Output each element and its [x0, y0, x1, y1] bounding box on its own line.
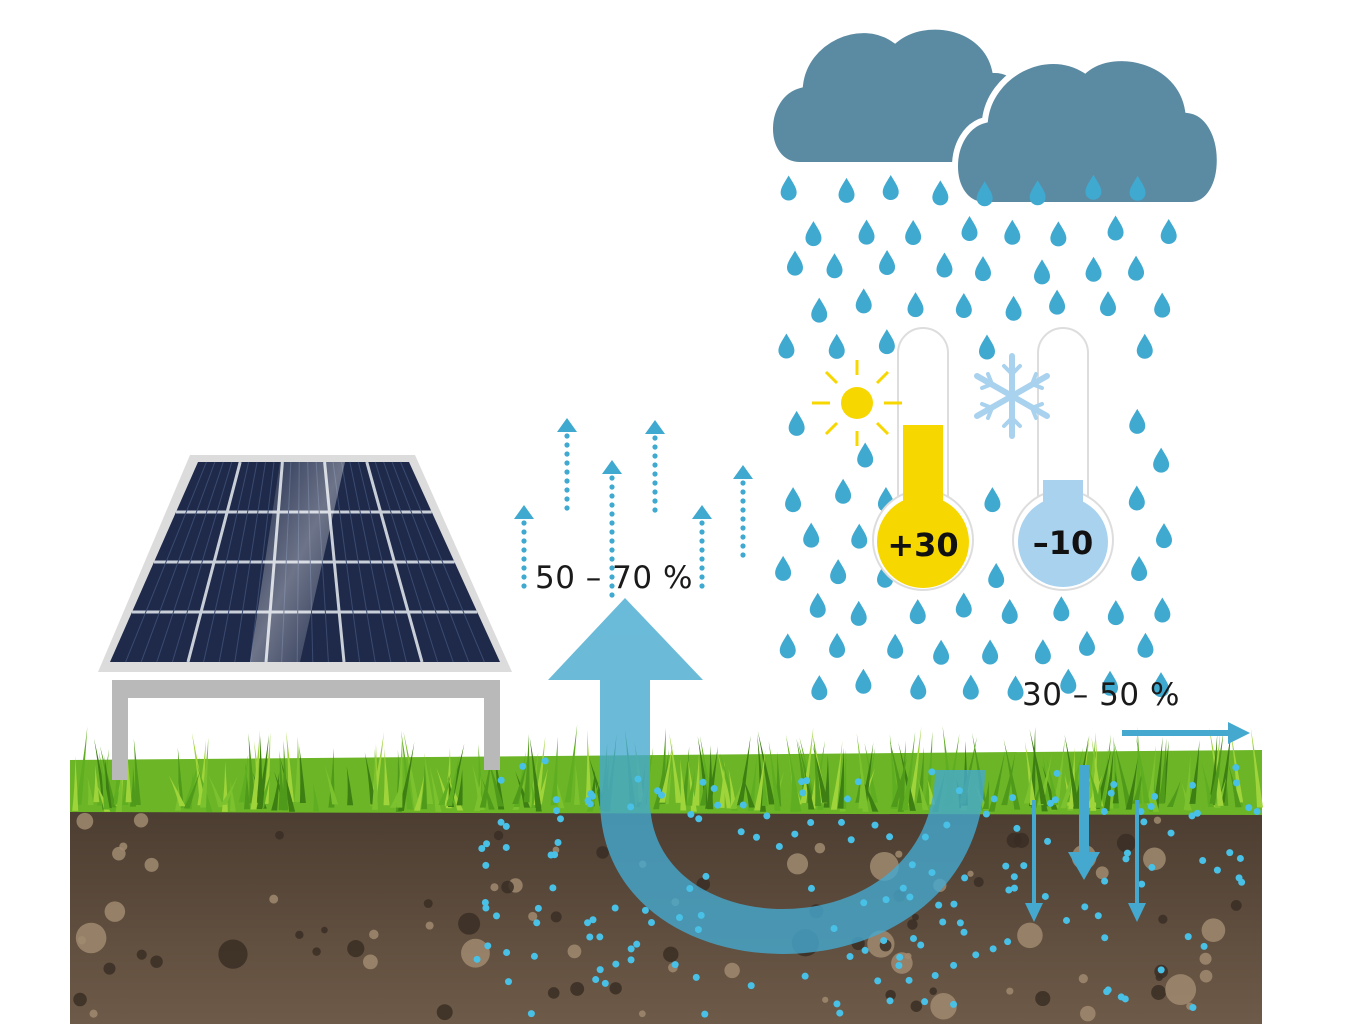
arrow-icon-runoff: [1122, 722, 1250, 744]
arrow-icon-infiltration: [1025, 765, 1146, 922]
water-dots: [473, 757, 1261, 1018]
cloud-icon-front: [952, 55, 1223, 208]
evaporation-percentage-label: 50 – 70 %: [535, 560, 693, 596]
arrow-icon-water-cycle: [548, 598, 985, 954]
panel-stand: [112, 680, 500, 780]
thermometer-icon-cold: [1012, 327, 1114, 591]
hot-temperature-label: +30: [887, 526, 959, 564]
evaporation-arrows: [514, 418, 753, 598]
runoff-percentage-label: 30 – 50 %: [1022, 677, 1180, 713]
thermometer-icon-hot: [872, 327, 974, 591]
snowflake-icon: [974, 353, 1050, 439]
rain-drops: [775, 174, 1177, 701]
cold-temperature-label: –10: [1032, 524, 1094, 562]
solar-panel-icon: [98, 455, 512, 780]
sun-icon: [812, 360, 902, 446]
